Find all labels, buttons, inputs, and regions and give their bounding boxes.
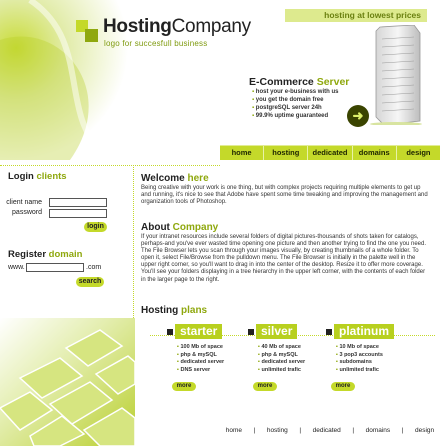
ecommerce-features: host your e-business with us you get the…: [252, 88, 339, 120]
client-name-input[interactable]: [49, 198, 107, 207]
tagline: hosting at lowest prices: [285, 9, 427, 22]
server-tower-image: [370, 25, 422, 125]
more-button[interactable]: more: [172, 382, 196, 392]
plan-feature: unlimited trafic: [258, 367, 336, 375]
plan-feature: dedicated server: [258, 359, 336, 367]
plan-feature: DNS server: [177, 367, 255, 375]
plan-name: starter: [175, 324, 223, 339]
feature-item: you get the domain free: [252, 96, 338, 104]
ecommerce-title: E-Commerce Server: [249, 76, 350, 88]
password-label: password: [12, 209, 42, 216]
plan-name: silver: [256, 324, 298, 339]
footer-design[interactable]: design: [414, 427, 435, 434]
domain-input[interactable]: [26, 263, 84, 272]
login-title: Login clients: [8, 171, 67, 182]
keyboard-image: [0, 318, 135, 446]
nav-domains[interactable]: domains: [353, 146, 397, 160]
feature-item: 99.9% uptime guaranteed: [252, 112, 338, 120]
login-button[interactable]: login: [84, 222, 107, 232]
search-button[interactable]: search: [76, 277, 104, 287]
nav-design[interactable]: design: [406, 148, 431, 157]
footer-home[interactable]: home: [225, 427, 243, 434]
logo-text: HostingCompany: [103, 16, 251, 37]
logo-slogan: logo for succesfull business: [104, 39, 208, 48]
plan-feature: 10 Mb of space: [336, 344, 414, 352]
nav-home[interactable]: home: [220, 146, 265, 160]
about-title: About Company: [141, 222, 219, 233]
nav-hosting[interactable]: hosting: [264, 146, 309, 160]
footer-dedicated[interactable]: dedicated: [312, 427, 341, 434]
more-button[interactable]: more: [331, 382, 355, 392]
plans-title: Hosting plans: [141, 305, 208, 316]
plan-feature: subdomains: [336, 359, 414, 367]
footer-domains[interactable]: domains: [365, 427, 391, 434]
plan-silver: silver 40 Mb of space php & mySQL dedica…: [244, 324, 336, 392]
nav-dedicated[interactable]: dedicated: [308, 146, 353, 160]
logo-icon: [76, 20, 98, 42]
top-nav: home hosting dedicated domains design: [220, 146, 440, 160]
footer-nav: home | hosting | dedicated | domains | d…: [225, 427, 435, 434]
plan-feature: php & mySQL: [177, 352, 255, 360]
header-background: [0, 0, 440, 160]
plan-feature: 3 pop3 accounts: [336, 352, 414, 360]
plan-feature: dedicated server: [177, 359, 255, 367]
plan-feature: 100 Mb of space: [177, 344, 255, 352]
feature-item: postgreSQL server 24h: [252, 104, 338, 112]
www-label: www.: [8, 264, 25, 271]
plan-platinum: platinum 10 Mb of space 3 pop3 accounts …: [322, 324, 414, 392]
plan-starter: starter 100 Mb of space php & mySQL dedi…: [163, 324, 255, 392]
more-button[interactable]: more: [253, 382, 277, 392]
dotted-divider: [133, 165, 134, 446]
welcome-title: Welcome here: [141, 173, 209, 184]
plan-feature: php & mySQL: [258, 352, 336, 360]
client-name-label: client name: [6, 199, 42, 206]
password-input[interactable]: [49, 209, 107, 218]
plan-name: platinum: [334, 324, 394, 339]
com-label: .com: [86, 264, 102, 271]
arrow-right-icon[interactable]: ➜: [347, 105, 369, 127]
about-text: If your intranet resources include sever…: [141, 234, 427, 283]
feature-item: host your e-business with us: [252, 88, 339, 96]
footer-hosting[interactable]: hosting: [266, 427, 288, 434]
plan-feature: 40 Mb of space: [258, 344, 336, 352]
welcome-text: Being creative with your work is one thi…: [141, 185, 428, 206]
dotted-divider: [0, 165, 220, 185]
register-title: Register domain: [8, 249, 83, 260]
plan-feature: unlimited trafic: [336, 367, 414, 375]
